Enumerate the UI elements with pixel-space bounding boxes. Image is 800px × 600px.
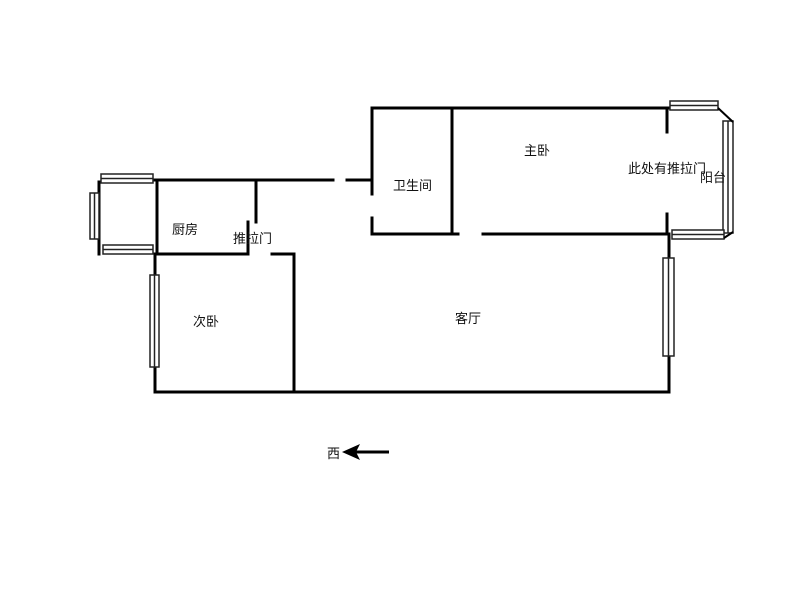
compass-label: 西 [327, 447, 340, 462]
label-balcony: 阳台 [700, 171, 726, 186]
label-sliding-door-note: 此处有推拉门 [628, 162, 706, 177]
label-second-bedroom: 次卧 [193, 314, 219, 330]
walls [97, 106, 671, 394]
label-living-room: 客厅 [455, 311, 481, 327]
balcony-outline [717, 107, 734, 239]
label-master-bedroom: 主卧 [524, 144, 550, 159]
label-kitchen: 厨房 [172, 222, 198, 238]
label-sliding-door: 推拉门 [233, 232, 272, 247]
label-bathroom: 卫生间 [393, 179, 432, 194]
left-arrow-icon [342, 444, 389, 460]
windows [89, 100, 734, 368]
